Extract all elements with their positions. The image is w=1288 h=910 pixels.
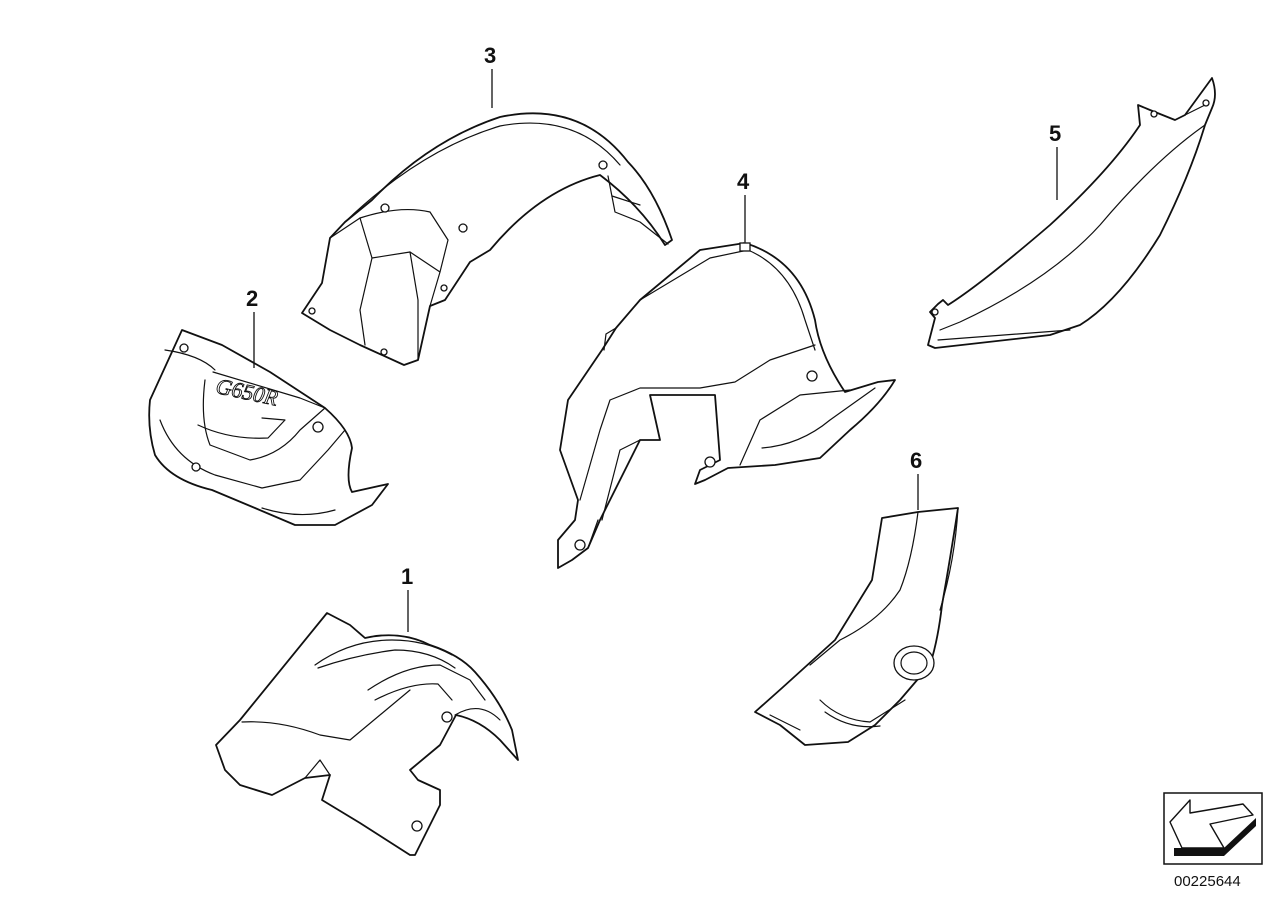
callout-2: 2 bbox=[246, 286, 258, 311]
callout-4: 4 bbox=[737, 169, 750, 194]
part-4-side-cover[interactable] bbox=[557, 242, 896, 569]
part-5-side-panel[interactable] bbox=[927, 77, 1216, 349]
callout-1: 1 bbox=[401, 564, 413, 589]
part-1-front-mudguard[interactable] bbox=[215, 612, 519, 856]
part-6-tank-panel[interactable] bbox=[754, 507, 959, 746]
direction-arrow-icon bbox=[1163, 792, 1263, 865]
part-2-front-cowl[interactable]: G650R bbox=[148, 329, 389, 526]
diagram-number: 00225644 bbox=[1174, 873, 1241, 890]
part-3-rear-cover[interactable] bbox=[301, 112, 673, 366]
callout-6: 6 bbox=[910, 448, 922, 473]
callout-5: 5 bbox=[1049, 121, 1061, 146]
callout-3: 3 bbox=[484, 43, 496, 68]
